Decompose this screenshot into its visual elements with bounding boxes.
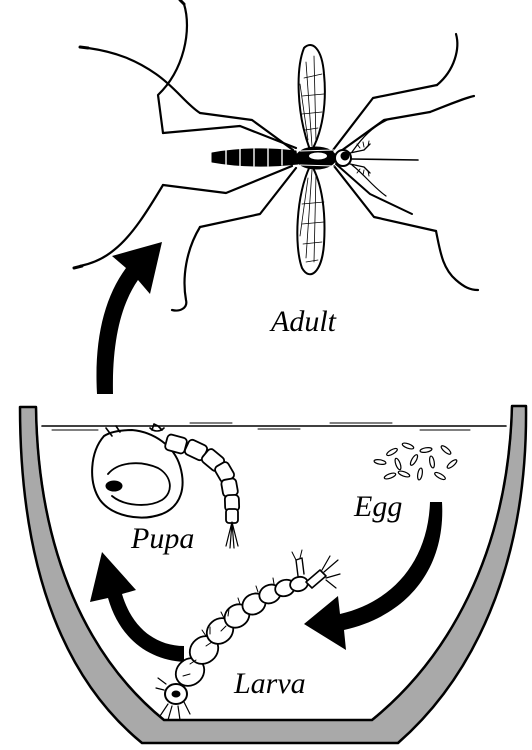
- adult-upper-wing: [299, 45, 325, 150]
- arrow-pupa-to-adult: [96, 242, 162, 394]
- label-pupa: Pupa: [131, 524, 194, 554]
- adult-leg-upper-left-2: [158, 0, 296, 148]
- water-surface: [42, 423, 506, 430]
- adult-leg-upper-right: [330, 34, 457, 154]
- adult-leg-lower-right: [334, 166, 478, 290]
- label-adult: Adult: [271, 307, 336, 337]
- label-larva: Larva: [234, 669, 306, 699]
- eggs: [374, 442, 458, 481]
- adult-leg-lower-left: [74, 166, 292, 268]
- label-egg: Egg: [354, 492, 402, 522]
- arrow-larva-to-pupa: [90, 552, 184, 662]
- adult-abdomen: [212, 149, 298, 166]
- pupa-paddles: [226, 522, 238, 548]
- adult-thorax: [296, 147, 336, 169]
- adult-lower-wing: [297, 166, 324, 274]
- adult-leg-lower-right-2: [336, 164, 412, 214]
- adult-head: [335, 150, 351, 166]
